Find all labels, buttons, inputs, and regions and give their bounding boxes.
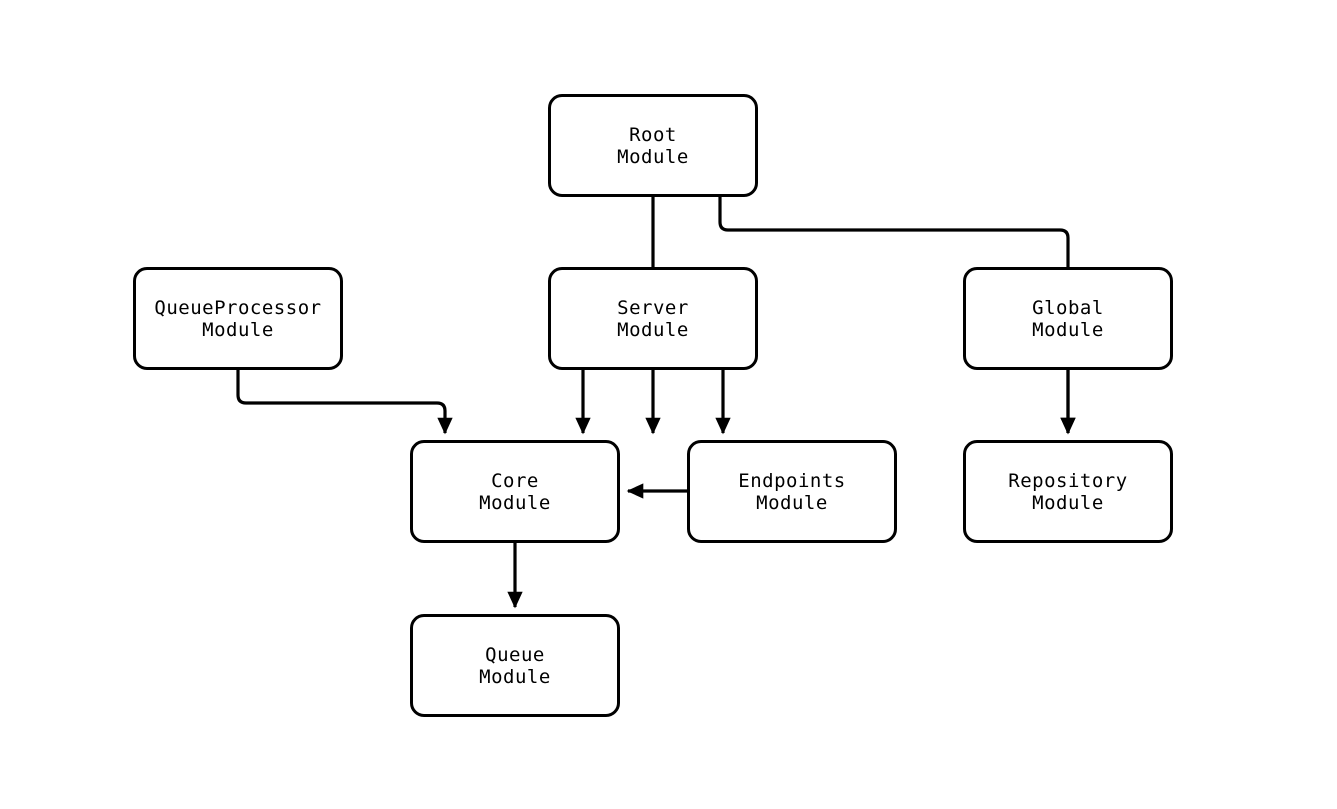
node-core[interactable]: Core Module [410, 440, 620, 543]
edge-queueprocessor-to-core [236, 370, 453, 435]
edge-root-to-global [718, 197, 1076, 435]
node-repository[interactable]: Repository Module [963, 440, 1173, 543]
node-global-label-line2: Module [1032, 318, 1104, 341]
node-global[interactable]: Global Module [963, 267, 1173, 370]
node-repository-label-line2: Module [1032, 491, 1104, 514]
node-queueprocessor[interactable]: QueueProcessor Module [133, 267, 343, 370]
node-global-label-line1: Global [1032, 296, 1104, 319]
node-core-label-line1: Core [491, 469, 539, 492]
node-queue[interactable]: Queue Module [410, 614, 620, 717]
node-server-label-line2: Module [617, 318, 689, 341]
node-repository-label-line1: Repository [1008, 469, 1128, 492]
node-queueprocessor-label-line2: Module [202, 318, 274, 341]
node-queueprocessor-label-line1: QueueProcessor [154, 296, 322, 319]
node-endpoints[interactable]: Endpoints Module [687, 440, 897, 543]
node-server-label-line1: Server [617, 296, 689, 319]
node-root-label-line1: Root [629, 123, 677, 146]
node-root-label-line2: Module [617, 145, 689, 168]
node-endpoints-label-line2: Module [756, 491, 828, 514]
node-queue-label-line2: Module [479, 665, 551, 688]
node-core-label-line2: Module [479, 491, 551, 514]
node-queue-label-line1: Queue [485, 643, 545, 666]
node-root[interactable]: Root Module [548, 94, 758, 197]
node-server[interactable]: Server Module [548, 267, 758, 370]
node-endpoints-label-line1: Endpoints [738, 469, 846, 492]
